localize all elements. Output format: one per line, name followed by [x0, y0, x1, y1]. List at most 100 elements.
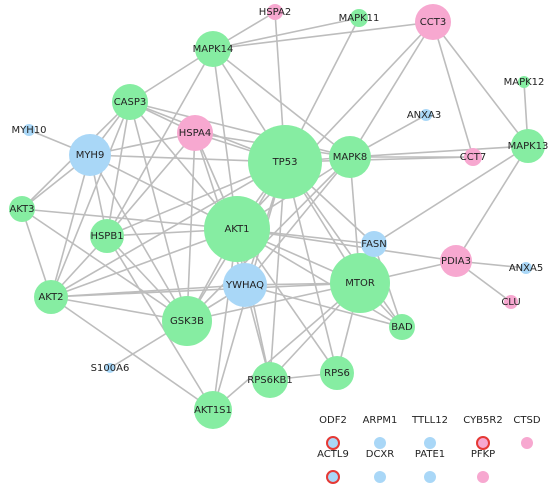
legend-item-ttll12: TTLL12: [411, 415, 448, 449]
legend-item-arpm1: ARPM1: [363, 415, 398, 449]
node-label: ANXA5: [509, 263, 543, 274]
node-circle: [267, 4, 283, 20]
node-rps6kb1[interactable]: RPS6KB1: [247, 362, 293, 398]
node-fasn[interactable]: FASN: [361, 231, 387, 257]
edge-mapk8-mapk13: [349, 145, 529, 158]
node-label: CCT7: [460, 152, 486, 163]
legend-marker: [374, 471, 386, 483]
node-circle: [518, 76, 530, 88]
node-circle: [389, 314, 415, 340]
node-circle: [194, 391, 232, 429]
node-label: TP53: [272, 157, 298, 168]
edge-mapk14-mapk11: [212, 17, 360, 50]
legend-label: CTSD: [513, 415, 540, 426]
node-label: CASP3: [114, 97, 147, 108]
node-circle: [162, 296, 212, 346]
node-circle: [440, 245, 472, 277]
node-label: GSK3B: [170, 316, 204, 327]
node-anxa5[interactable]: ANXA5: [509, 262, 543, 274]
node-clu[interactable]: CLU: [501, 295, 521, 309]
node-label: YWHAQ: [225, 280, 264, 291]
legend-marker: [374, 437, 386, 449]
node-cct3[interactable]: CCT3: [415, 4, 451, 40]
legend-item-actl9: ACTL9: [317, 449, 349, 484]
node-label: MYH9: [76, 150, 105, 161]
node-hspa4[interactable]: HSPA4: [177, 115, 213, 151]
edge-casp3-hspb1: [106, 101, 131, 237]
legend-label: ARPM1: [363, 415, 398, 426]
edge-akt1-akt2: [50, 228, 238, 298]
node-bad[interactable]: BAD: [389, 314, 415, 340]
node-circle: [204, 196, 270, 262]
node-tp53[interactable]: TP53: [248, 125, 322, 199]
node-mapk12[interactable]: MAPK12: [504, 76, 545, 88]
node-myh9[interactable]: MYH9: [69, 134, 111, 176]
edge-cct3-mapk14: [212, 21, 434, 50]
node-hspa2[interactable]: HSPA2: [259, 4, 291, 20]
node-anxa3[interactable]: ANXA3: [407, 109, 441, 121]
node-gsk3b[interactable]: GSK3B: [162, 296, 212, 346]
node-circle: [177, 115, 213, 151]
edge-mapk8-gsk3b: [186, 156, 351, 322]
node-label: CLU: [501, 297, 520, 308]
node-akt1s1[interactable]: AKT1S1: [194, 391, 232, 429]
edge-mapk8-cct3: [349, 21, 434, 158]
node-mapk14[interactable]: MAPK14: [193, 31, 234, 67]
node-label: HSPA2: [259, 7, 291, 18]
node-label: PDIA3: [441, 256, 471, 267]
node-circle: [415, 4, 451, 40]
edge-mtor-akt2: [50, 282, 361, 298]
node-myh10[interactable]: MYH10: [12, 124, 47, 136]
node-label: RPS6: [324, 368, 350, 379]
node-casp3[interactable]: CASP3: [112, 84, 148, 120]
node-label: AKT3: [9, 204, 34, 215]
node-circle: [105, 363, 115, 373]
legend-marker: [424, 437, 436, 449]
node-cct7[interactable]: CCT7: [460, 148, 486, 166]
legend-item-ctsd: CTSD: [513, 415, 541, 449]
node-circle: [69, 134, 111, 176]
node-ywhaq[interactable]: YWHAQ: [223, 263, 267, 307]
node-circle: [330, 253, 390, 313]
node-label: AKT1S1: [194, 405, 232, 416]
node-circle: [112, 84, 148, 120]
node-s100a6[interactable]: S100A6: [91, 363, 130, 374]
node-circle: [252, 362, 288, 398]
edge-akt2-akt1s1: [50, 296, 214, 411]
node-mapk11[interactable]: MAPK11: [339, 9, 380, 27]
node-circle: [9, 196, 35, 222]
legend-marker: [326, 470, 340, 484]
node-akt2[interactable]: AKT2: [34, 280, 68, 314]
node-circle: [511, 129, 545, 163]
node-circle: [420, 109, 432, 121]
edge-gsk3b-hspa4: [186, 132, 196, 322]
legend-marker: [476, 436, 490, 450]
node-label: MAPK8: [333, 152, 367, 163]
node-circle: [464, 148, 482, 166]
node-mapk13[interactable]: MAPK13: [508, 129, 549, 163]
edge-ywhaq-bad: [244, 284, 403, 328]
node-circle: [504, 295, 518, 309]
node-mapk8[interactable]: MAPK8: [329, 136, 371, 178]
node-akt1[interactable]: AKT1: [204, 196, 270, 262]
edge-tp53-akt2: [50, 161, 286, 298]
edge-hspb1-akt1s1: [106, 235, 214, 411]
node-akt3[interactable]: AKT3: [9, 196, 35, 222]
node-mtor[interactable]: MTOR: [330, 253, 390, 313]
legend-label: PFKP: [471, 449, 495, 460]
edge-mapk14-hspb1: [106, 48, 214, 237]
node-pdia3[interactable]: PDIA3: [440, 245, 472, 277]
node-label: MAPK13: [508, 141, 549, 152]
node-circle: [350, 9, 368, 27]
edge-mapk13-pdia3: [455, 145, 529, 262]
node-circle: [90, 219, 124, 253]
edge-hspa4-hspb1: [106, 132, 196, 237]
node-circle: [248, 125, 322, 199]
node-label: MAPK12: [504, 77, 545, 88]
node-rps6[interactable]: RPS6: [320, 356, 354, 390]
legend-label: PATE1: [415, 449, 445, 460]
node-hspb1[interactable]: HSPB1: [90, 219, 124, 253]
